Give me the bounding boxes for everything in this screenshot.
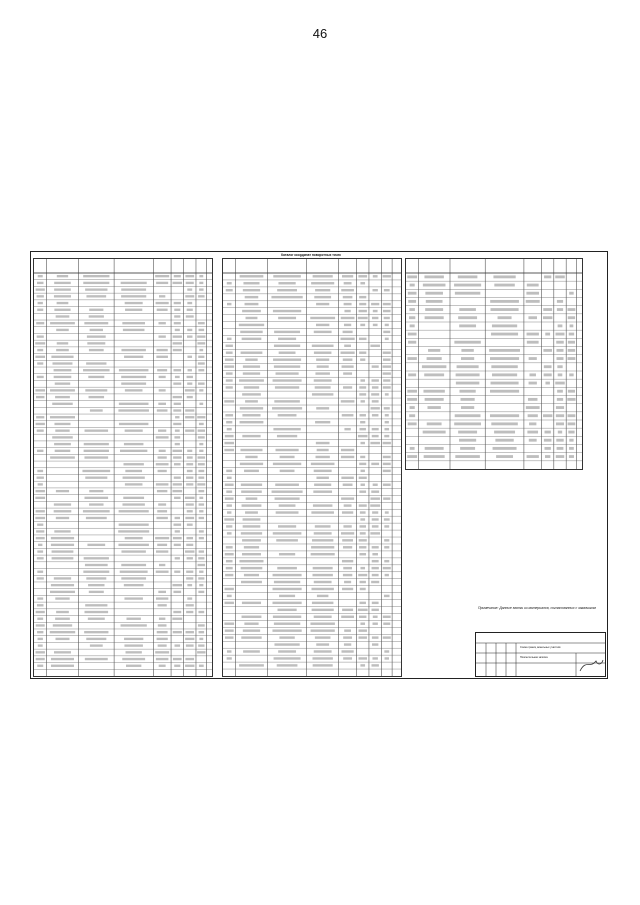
table-block-1: [33, 258, 213, 677]
notes: Примечание: Данные взяты из материалов, …: [478, 606, 596, 610]
sheet-title: Каталог координат поворотных точек: [236, 253, 386, 257]
stamp-title: Схема границ земельных участков: [520, 646, 560, 649]
table-grid: [34, 259, 212, 676]
table-block-2: [222, 258, 402, 677]
table-grid: [406, 259, 582, 469]
page-number: 46: [0, 26, 640, 41]
table-grid: [223, 259, 401, 676]
table-block-3: [405, 258, 583, 470]
title-block-stamp: Схема границ земельных участков Поясните…: [475, 632, 606, 677]
stamp-grid: [476, 633, 605, 676]
stamp-subtitle: Пояснительная записка: [520, 656, 548, 659]
